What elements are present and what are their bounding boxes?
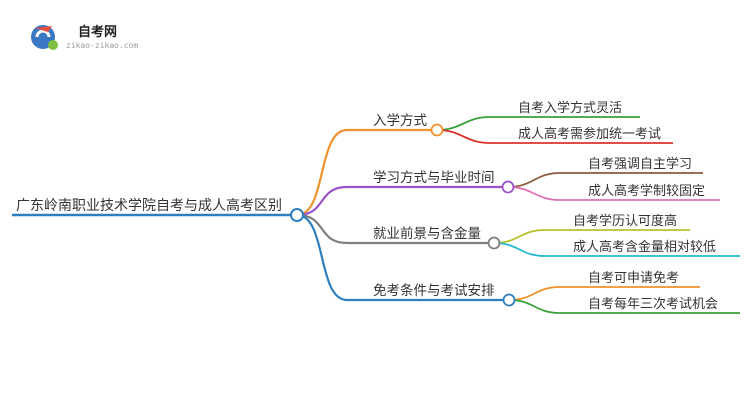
root-node-circle[interactable] <box>290 208 304 222</box>
branch-connector <box>296 185 348 217</box>
branch-node-circle[interactable] <box>501 180 515 194</box>
site-logo[interactable]: 自考网 zikao-zikao.com <box>31 24 138 50</box>
branch-node-label[interactable]: 入学方式 <box>373 113 427 129</box>
leaf-connector <box>508 299 561 314</box>
root-node-label[interactable]: 广东岭南职业技术学院自考与成人高考区别 <box>16 197 282 214</box>
branch-node-circle[interactable] <box>487 236 501 250</box>
leaf-node-label[interactable]: 成人高考需参加统一考试 <box>518 126 661 142</box>
branch-connector <box>296 213 348 302</box>
leaf-connector <box>507 172 561 188</box>
branch-connector <box>296 128 348 217</box>
leaf-node-label[interactable]: 自考强调自主学习 <box>588 156 692 172</box>
leaf-connector <box>436 116 491 131</box>
branch-node-circle[interactable] <box>502 293 516 307</box>
leaf-connector <box>493 242 546 257</box>
leaf-connector <box>436 129 491 144</box>
branch-connector <box>296 213 348 245</box>
leaf-connector <box>493 229 546 244</box>
branch-node-circle[interactable] <box>430 123 444 137</box>
branch-node-label[interactable]: 就业前景与含金量 <box>373 225 481 242</box>
branch-node-label[interactable]: 免考条件与考试安排 <box>373 282 495 299</box>
logo-icon <box>31 25 58 50</box>
leaf-node-label[interactable]: 自考每年三次考试机会 <box>588 296 718 312</box>
branch-node-label[interactable]: 学习方式与毕业时间 <box>373 170 495 186</box>
leaf-node-label[interactable]: 自考入学方式灵活 <box>518 100 622 116</box>
mindmap-nodes: 广东岭南职业技术学院自考与成人高考区别 入学方式 自考入学方式灵活成人高考需参加统一… <box>16 100 718 312</box>
leaf-node-label[interactable]: 自考可申请免考 <box>588 271 679 286</box>
logo-title: 自考网 <box>78 24 117 40</box>
leaf-connector <box>507 186 561 201</box>
leaf-node-label[interactable]: 成人高考学制较固定 <box>588 183 705 199</box>
leaf-node-label[interactable]: 成人高考含金量相对较低 <box>573 239 716 255</box>
logo-url: zikao-zikao.com <box>66 41 138 50</box>
leaf-node-label[interactable]: 自考学历认可度高 <box>573 213 677 229</box>
leaf-connector <box>508 286 561 301</box>
